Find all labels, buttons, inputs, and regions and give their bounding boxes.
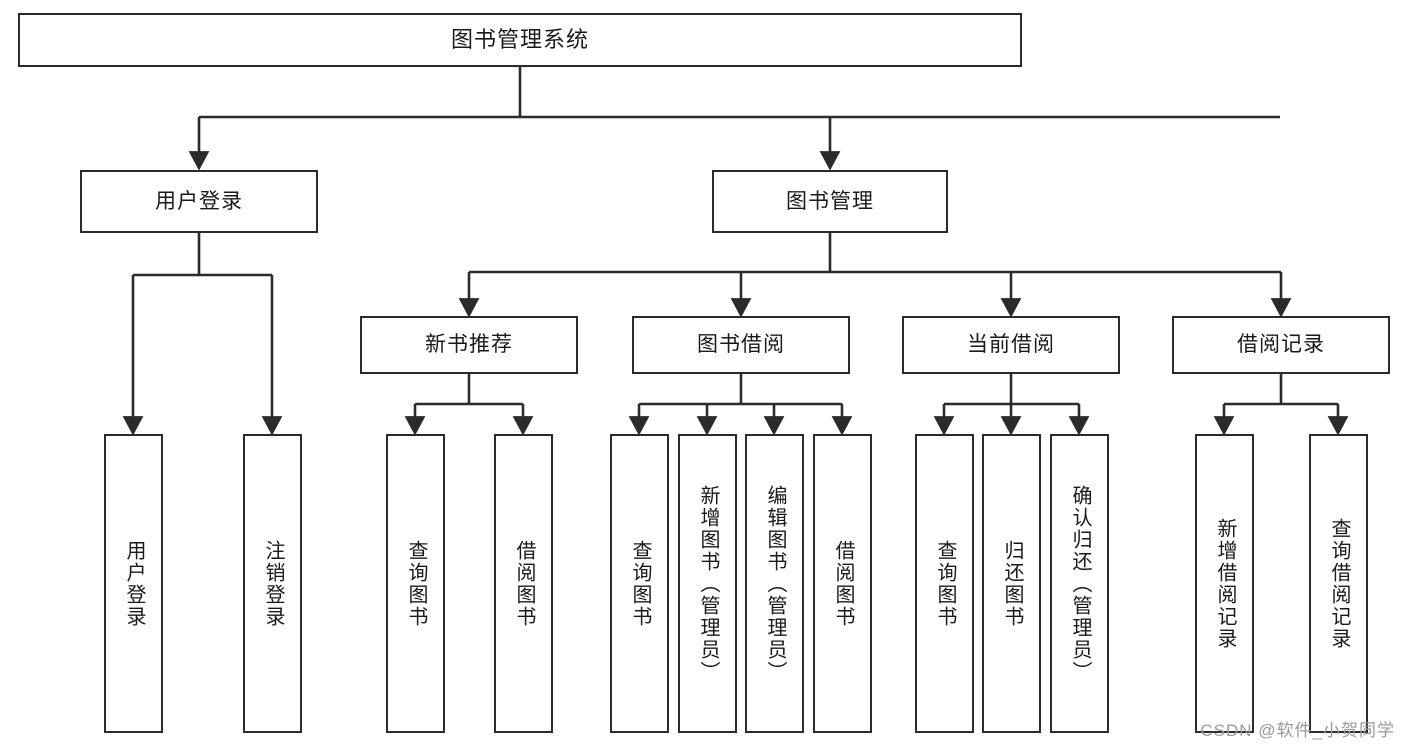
node-user-login[interactable]: 用户登录: [80, 170, 318, 233]
node-label: 新增图书（管理员）: [697, 484, 719, 683]
node-label: 图书借阅: [697, 333, 785, 357]
node-label: 查询图书: [934, 539, 956, 628]
node-label: 图书管理系统: [450, 26, 589, 52]
node-label: 查询图书: [405, 539, 427, 628]
node-label: 归还图书: [1001, 539, 1023, 628]
node-borrow-record[interactable]: 借阅记录: [1172, 316, 1390, 374]
node-label: 图书管理: [786, 189, 874, 213]
node-label: 确认归还（管理员）: [1069, 484, 1091, 683]
node-label: 用户登录: [123, 539, 145, 628]
leaf-current-borrow-return[interactable]: 归还图书: [982, 434, 1041, 733]
node-book-management[interactable]: 图书管理: [712, 170, 948, 233]
leaf-book-borrow-query[interactable]: 查询图书: [610, 434, 669, 733]
node-label: 用户登录: [155, 189, 243, 213]
node-label: 编辑图书（管理员）: [764, 484, 786, 683]
node-label: 注销登录: [262, 539, 284, 628]
leaf-current-borrow-confirm-return[interactable]: 确认归还（管理员）: [1050, 434, 1109, 733]
leaf-user-login-logout[interactable]: 注销登录: [243, 434, 302, 733]
leaf-borrow-record-add[interactable]: 新增借阅记录: [1195, 434, 1254, 733]
leaf-current-borrow-query[interactable]: 查询图书: [915, 434, 974, 733]
leaf-new-book-query[interactable]: 查询图书: [386, 434, 445, 733]
node-book-borrow[interactable]: 图书借阅: [632, 316, 850, 374]
leaf-book-borrow-add[interactable]: 新增图书（管理员）: [678, 434, 737, 733]
leaf-book-borrow-borrow[interactable]: 借阅图书: [813, 434, 872, 733]
node-new-book-recommend[interactable]: 新书推荐: [360, 316, 578, 374]
node-root-system[interactable]: 图书管理系统: [18, 13, 1022, 67]
leaf-book-borrow-edit[interactable]: 编辑图书（管理员）: [745, 434, 804, 733]
leaf-borrow-record-query[interactable]: 查询借阅记录: [1309, 434, 1368, 733]
node-label: 当前借阅: [967, 333, 1055, 357]
node-current-borrow[interactable]: 当前借阅: [902, 316, 1120, 374]
leaf-user-login-login[interactable]: 用户登录: [104, 434, 163, 733]
node-label: 查询借阅记录: [1328, 517, 1350, 650]
node-label: 借阅记录: [1237, 333, 1325, 357]
node-label: 新书推荐: [425, 333, 513, 357]
node-label: 新增借阅记录: [1214, 517, 1236, 650]
node-label: 借阅图书: [832, 539, 854, 628]
leaf-new-book-borrow[interactable]: 借阅图书: [494, 434, 553, 733]
node-label: 借阅图书: [513, 539, 535, 628]
node-label: 查询图书: [629, 539, 651, 628]
